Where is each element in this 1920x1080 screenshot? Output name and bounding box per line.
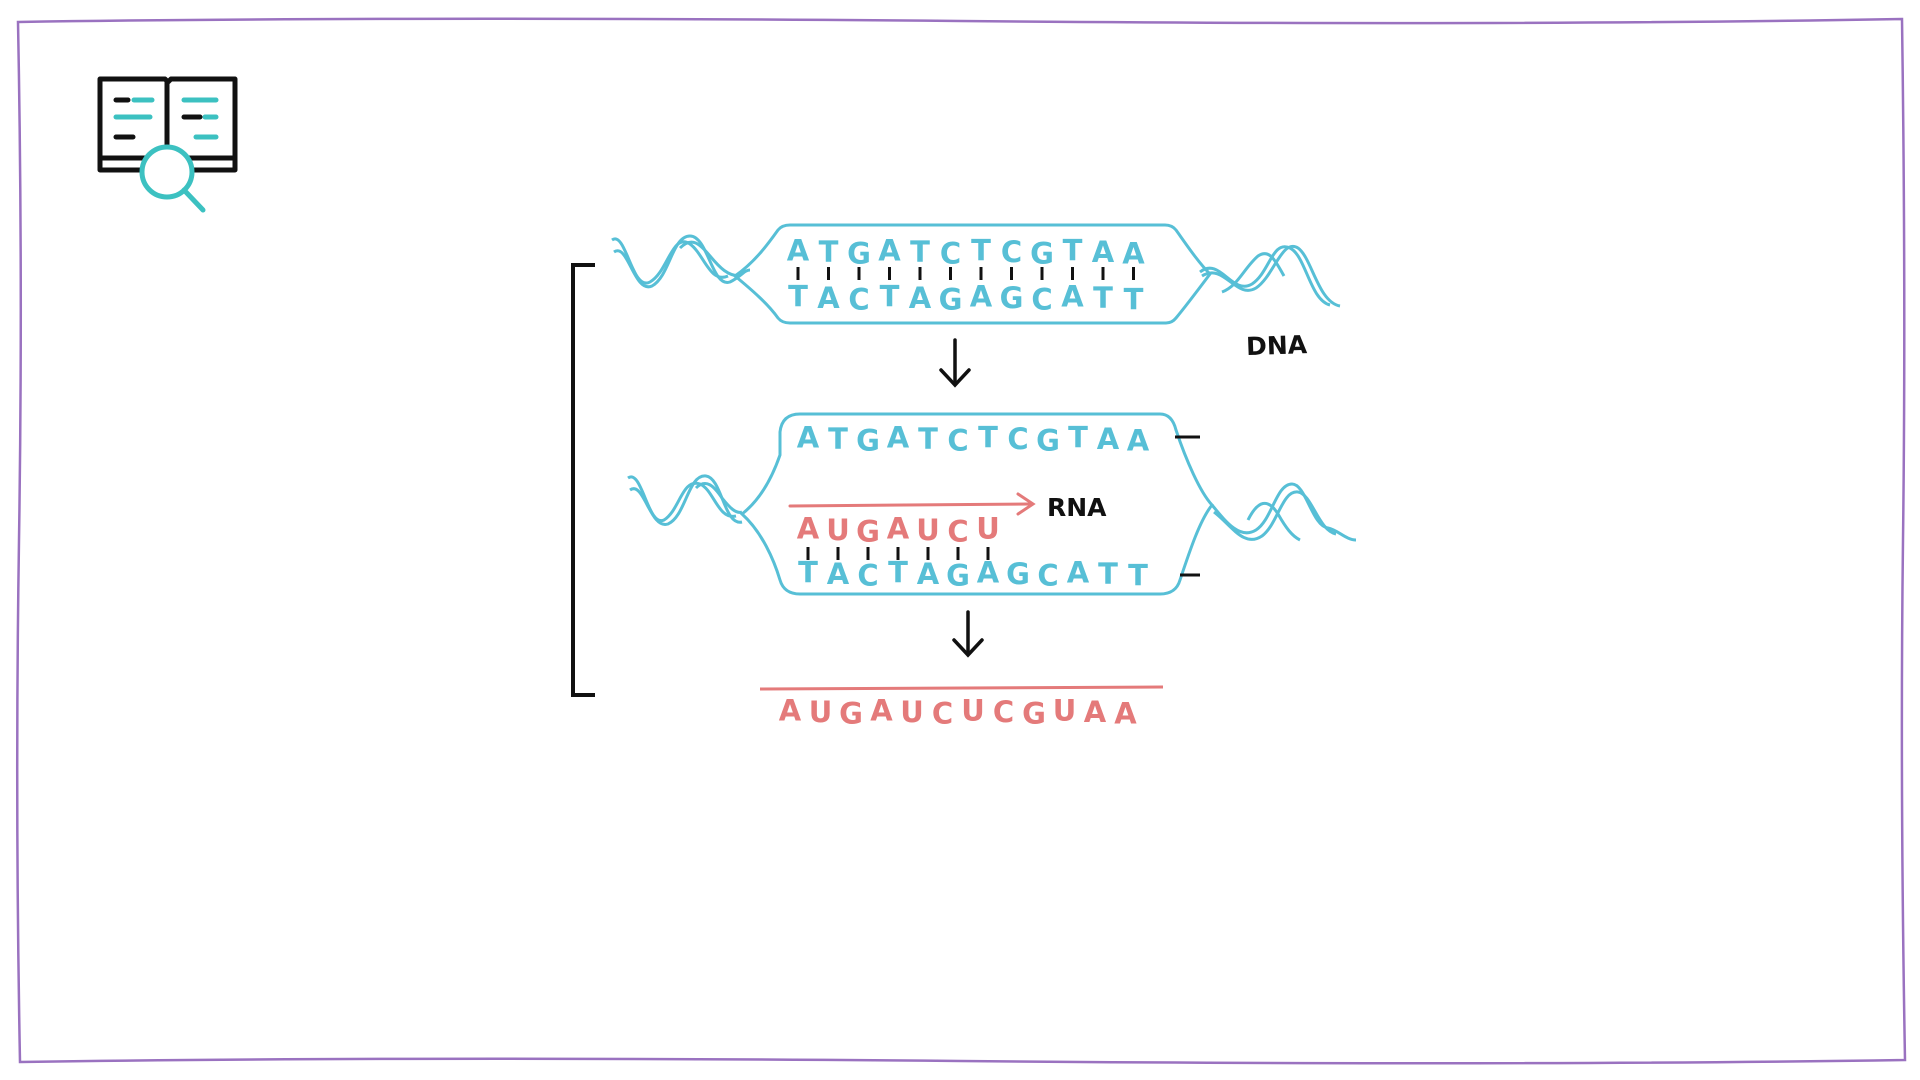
rna-full-base: A (870, 694, 893, 728)
rna-partial-base: U (976, 512, 1000, 546)
dna-top-2-base: A (1097, 422, 1120, 456)
dna-bottom-1-base: C (1031, 283, 1052, 317)
process-bracket (573, 265, 595, 695)
rna-full-base: C (993, 695, 1014, 729)
arrow-down-2 (954, 612, 982, 655)
rna-full-base: G (1022, 697, 1046, 731)
dna-top-2-base: C (1007, 422, 1028, 456)
dna-top-2-base: A (797, 421, 820, 455)
dna-top-1-base: A (878, 234, 901, 268)
dna-bottom-1-base: A (817, 281, 840, 315)
dna-bottom-2-base: T (1128, 559, 1148, 593)
dna-bottom-2-base: T (1098, 557, 1118, 591)
arrow-down-1 (941, 340, 969, 385)
rna-full-base: U (809, 695, 833, 729)
book-magnifier-icon (100, 79, 235, 210)
dna-top-1-base: T (1063, 234, 1083, 268)
mrna-backbone (760, 687, 1163, 689)
dna-bottom-1-base: A (909, 281, 932, 315)
dna-bottom-1-base: G (939, 283, 963, 317)
dna-bottom-2-base: G (1006, 557, 1030, 591)
dna-bottom-1-base: T (1124, 283, 1144, 317)
dna-top-1-base: G (847, 237, 871, 271)
dna-bottom-1-base: T (788, 280, 808, 314)
rna-partial-base: U (916, 513, 940, 547)
rna-full-base: A (1114, 697, 1137, 731)
dna-bottom-2-base: A (1067, 556, 1090, 590)
dna-bottom-1-base: A (1061, 280, 1084, 314)
dna-bottom-2-base: A (917, 557, 940, 591)
dna-top-2-base: A (887, 421, 910, 455)
dna-top-1-base: T (819, 235, 839, 269)
dna-top-2-base: T (828, 422, 848, 456)
dna-top-2-base: T (978, 421, 998, 455)
dna-bottom-1-base: C (848, 283, 869, 317)
rna-partial-base: U (826, 513, 850, 547)
dna-top-2-base: G (1036, 424, 1060, 458)
dna-top-1-base: C (1001, 235, 1022, 269)
dna-top-1-base: T (910, 235, 930, 269)
dna-bottom-2-base: A (827, 557, 850, 591)
dna-bottom-2-base: T (888, 556, 908, 590)
dna-top-1-base: C (940, 237, 961, 271)
dna-top-1-base: G (1030, 237, 1054, 271)
rna-partial-base: A (797, 512, 820, 546)
dna-bottom-1-base: T (880, 280, 900, 314)
dna-bottom-2-base: G (946, 559, 970, 593)
dna-top-2-base: C (947, 424, 968, 458)
dna-top-2-base: A (1127, 424, 1150, 458)
dna-top-1-base: A (1122, 237, 1145, 271)
dna-top-2-base: T (918, 422, 938, 456)
rna-full-base: A (779, 694, 802, 728)
dna-bottom-2-base: T (798, 556, 818, 590)
rna-full-base: U (1053, 694, 1077, 728)
dna-bottom-2-base: C (1037, 559, 1058, 593)
dna-top-2-base: T (1068, 421, 1088, 455)
dna-bottom-2-base: A (977, 556, 1000, 590)
dna-top-1-base: A (787, 234, 810, 268)
rna-full-base: U (900, 695, 924, 729)
dna-top-1-base: A (1092, 235, 1115, 269)
rna-full-base: A (1084, 695, 1107, 729)
dna-bottom-1-base: G (1000, 281, 1024, 315)
dna-top-2-base: G (856, 424, 880, 458)
dna-bottom-2-base: C (857, 559, 878, 593)
dna-bottom-1-base: A (970, 280, 993, 314)
dna-bottom-1-base: T (1093, 281, 1113, 315)
rna-full-base: U (961, 694, 985, 728)
rna-partial-base: A (887, 512, 910, 546)
dna-top-1-base: T (971, 234, 991, 268)
rna-label: RNA (1047, 493, 1107, 522)
rna-full-base: G (839, 697, 863, 731)
dna-label: DNA (1246, 330, 1309, 361)
rna-partial-base: C (947, 515, 968, 549)
rna-partial-base: G (856, 515, 880, 549)
rna-full-base: C (932, 697, 953, 731)
